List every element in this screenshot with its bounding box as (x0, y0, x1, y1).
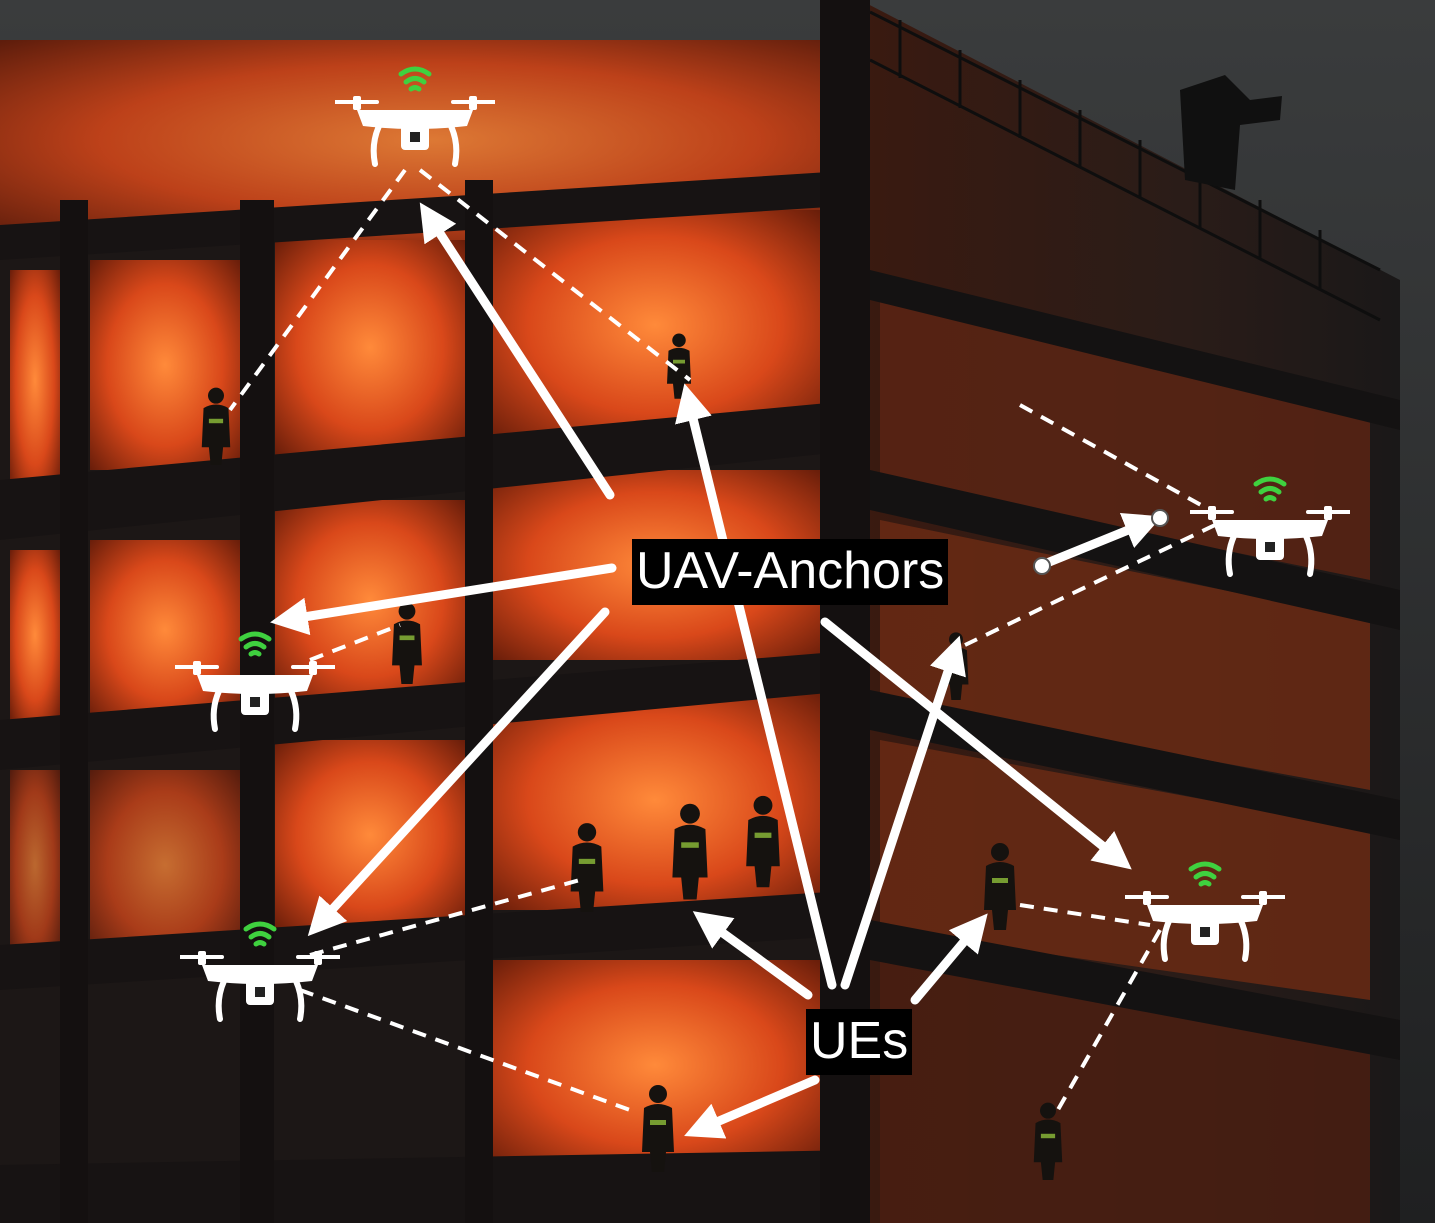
ranging-link (1053, 929, 1162, 1116)
arrow (270, 563, 617, 636)
rooftop-railing (869, 10, 1381, 322)
arrow-origin-dot (1033, 557, 1051, 575)
arrow (1037, 513, 1163, 570)
arrow (684, 1075, 820, 1139)
side-floor-slabs (870, 270, 1400, 1060)
ue-arrows (675, 383, 988, 1139)
arrow (419, 202, 615, 500)
ranging-link (1019, 403, 1211, 512)
arrow (692, 911, 813, 1000)
rooftop-equipment (1180, 75, 1282, 190)
uav-anchors-label: UAV-Anchors (632, 539, 949, 605)
arrow (840, 635, 966, 990)
ranging-link (228, 168, 407, 412)
uav-anchor-arrows (270, 202, 1163, 937)
ranging-link (418, 168, 692, 382)
ues-label: UEs (806, 1009, 913, 1075)
arrow (820, 617, 1132, 870)
arrow (910, 913, 988, 1005)
arrow-target-dot (1151, 509, 1169, 527)
ranging-links (228, 168, 1216, 1116)
arrow (675, 383, 837, 990)
ranging-link (1019, 903, 1151, 927)
ranging-link (299, 988, 631, 1112)
ranging-link (309, 623, 401, 662)
arrow (307, 607, 610, 937)
